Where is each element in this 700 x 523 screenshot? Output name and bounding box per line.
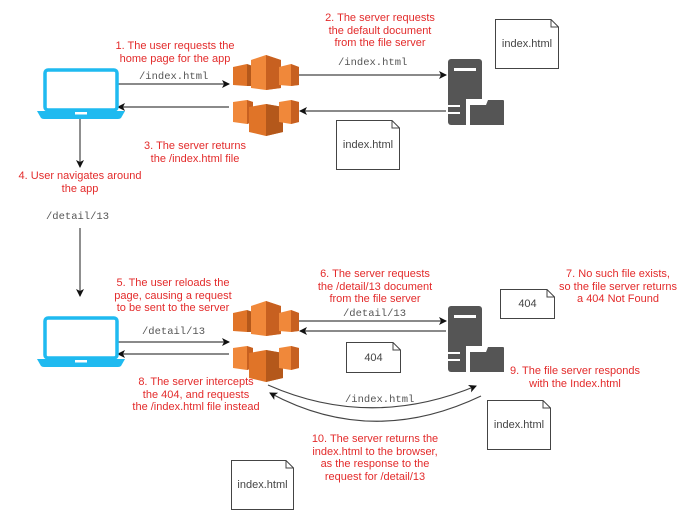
step-annotation-7: 7. No such file exists, so the file serv… (559, 268, 677, 305)
document-404: 404 (346, 342, 401, 373)
path-label: /index.html (338, 57, 408, 69)
step-annotation-5: 5. The user reloads the page, causing a … (114, 277, 232, 314)
path-label: /detail/13 (46, 211, 110, 223)
step-annotation-4: 4. User navigates around the app (18, 170, 142, 195)
curve-fileserver-to-server (269, 392, 482, 422)
path-label: /index.html (139, 71, 209, 83)
step-annotation-6: 6. The server requests the /detail/13 do… (317, 268, 433, 305)
laptop-icon (37, 316, 125, 367)
step-annotation-9: 9. The file server responds with the Ind… (509, 365, 641, 390)
curve-server-to-fileserver (267, 384, 477, 409)
document-404: 404 (500, 289, 555, 319)
document-index-html: index.html (231, 460, 294, 510)
file-server-icon (448, 306, 506, 374)
aws-cloudfront-icon (233, 55, 299, 136)
step-annotation-8: 8. The server intercepts the 404, and re… (132, 376, 260, 413)
step-annotation-10: 10. The server returns the index.html to… (311, 433, 439, 483)
step-annotation-2: 2. The server requests the default docum… (325, 12, 435, 49)
step-annotation-1: 1. The user requests the home page for t… (115, 40, 235, 65)
path-label: /index.html (345, 394, 415, 406)
document-index-html: index.html (336, 120, 400, 170)
document-index-html: index.html (487, 400, 551, 450)
laptop-icon (37, 68, 125, 119)
step-annotation-3: 3. The server returns the /index.html fi… (144, 140, 246, 165)
document-index-html: index.html (495, 19, 559, 69)
aws-cloudfront-icon (233, 301, 299, 382)
path-label: /detail/13 (142, 326, 206, 338)
file-server-icon (448, 59, 506, 127)
path-label: /detail/13 (343, 308, 407, 320)
